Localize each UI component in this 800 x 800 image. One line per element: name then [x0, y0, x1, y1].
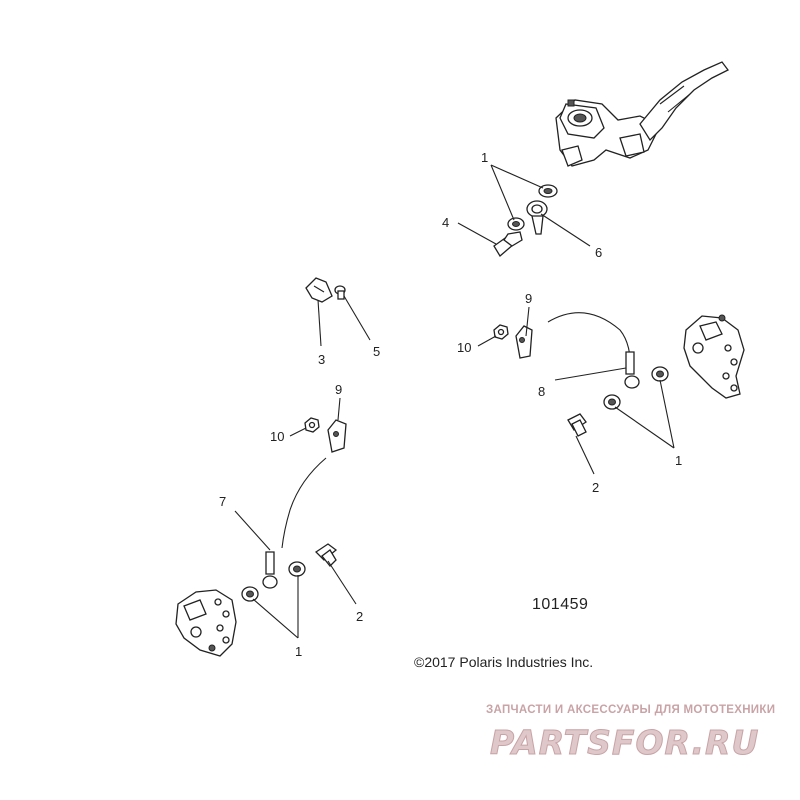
- callout-1-right: 1: [675, 453, 682, 468]
- nut-10-right: [493, 324, 509, 340]
- callout-2-left: 2: [356, 609, 363, 624]
- watermark: ЗАПЧАСТИ И АКСЕССУАРЫ ДЛЯ МОТОТЕХНИКИ PA…: [486, 704, 786, 762]
- master-cylinder: [555, 61, 729, 167]
- callout-10-right: 10: [457, 340, 471, 355]
- washer-top-2: [507, 217, 525, 231]
- leader-lines: [234, 164, 675, 639]
- callouts: 1 1 1 2 2 3 4 5 6 7 8 9 9 10 10: [219, 150, 682, 659]
- callout-2-right: 2: [592, 480, 599, 495]
- hose-end-7: [262, 551, 278, 589]
- hose-end-8: [624, 351, 640, 389]
- brake-hose-8: [547, 312, 631, 373]
- banjo-bolt-2-left: [314, 543, 338, 567]
- clip-3: [305, 277, 333, 303]
- washer-right-b: [603, 394, 621, 410]
- clip-9-right: [515, 325, 533, 359]
- callout-6: 6: [595, 245, 602, 260]
- copyright-notice: ©2017 Polaris Industries Inc.: [414, 654, 594, 670]
- caliper-left: [175, 589, 237, 657]
- watermark-logo: PARTSFOR.RU: [490, 723, 759, 763]
- callout-1-left: 1: [295, 644, 302, 659]
- washer-left-b: [241, 586, 259, 602]
- callout-7: 7: [219, 494, 226, 509]
- washer-right-a: [651, 366, 669, 382]
- clip-9-left: [327, 419, 347, 453]
- banjo-bolt-2-right: [567, 413, 587, 437]
- banjo-fitting-6: [526, 200, 548, 235]
- callout-9-right: 9: [525, 291, 532, 306]
- brake-hose-7: [281, 457, 327, 549]
- washer-left-a: [288, 561, 306, 577]
- watermark-tagline: ЗАПЧАСТИ И АКСЕССУАРЫ ДЛЯ МОТОТЕХНИКИ: [486, 704, 776, 716]
- diagram-number: 101459: [532, 596, 589, 613]
- caliper-right: [683, 314, 745, 399]
- washer-top-1: [538, 184, 558, 198]
- callout-1-top: 1: [481, 150, 488, 165]
- callout-4: 4: [442, 215, 449, 230]
- callout-10-left: 10: [270, 429, 284, 444]
- callout-9-left: 9: [335, 382, 342, 397]
- callout-8: 8: [538, 384, 545, 399]
- callout-3: 3: [318, 352, 325, 367]
- banjo-bolt-4: [493, 231, 523, 257]
- screw-5: [334, 285, 346, 300]
- nut-10-left: [304, 417, 320, 433]
- callout-5: 5: [373, 344, 380, 359]
- watermark-logo-text: PARTSFOR.RU: [490, 723, 759, 762]
